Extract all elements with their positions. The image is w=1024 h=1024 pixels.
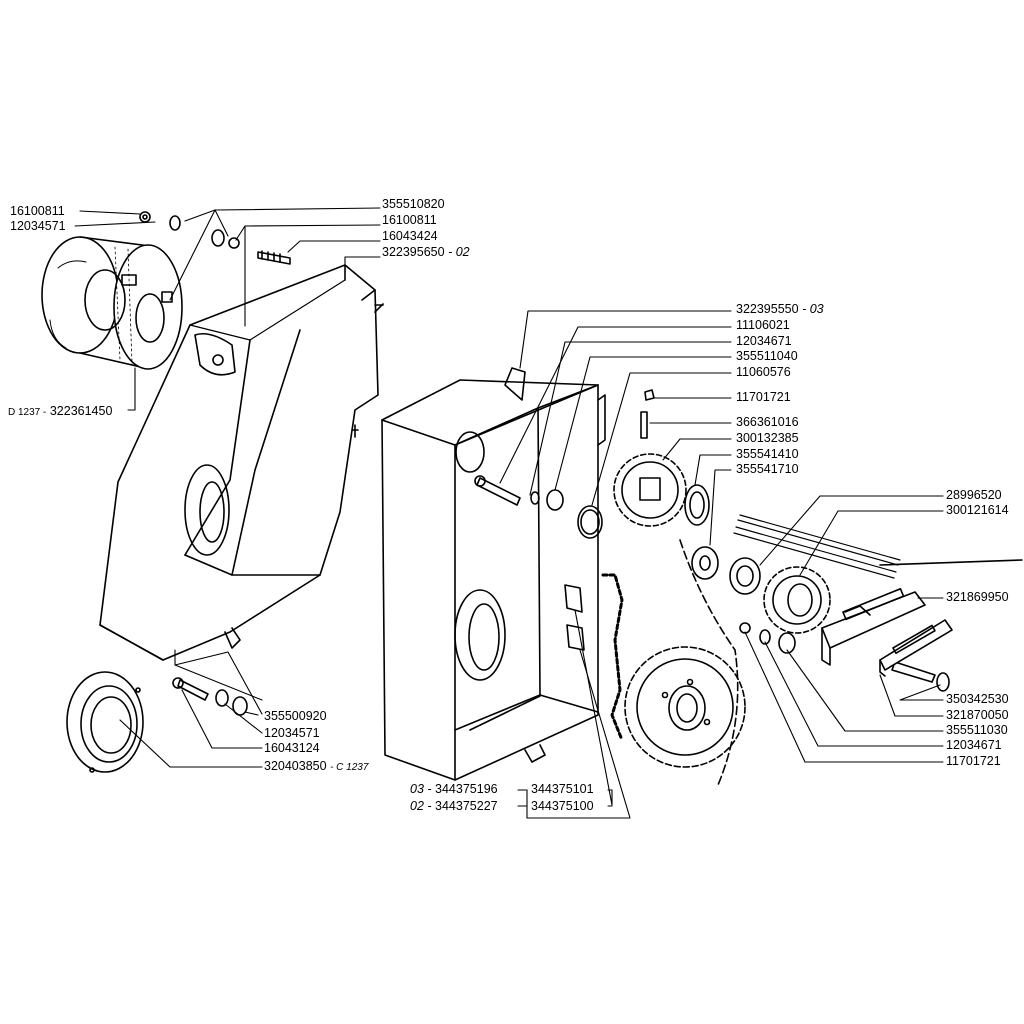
bracket-plates-part bbox=[821, 587, 953, 677]
part-number: 321869950 bbox=[946, 590, 1009, 604]
hex-cover-part bbox=[99, 264, 384, 661]
sprocket-small-part bbox=[613, 453, 687, 527]
part-number: 300121614 bbox=[946, 503, 1009, 517]
part-number: 355541710 bbox=[736, 462, 799, 476]
part-number: 355510820 bbox=[382, 197, 445, 211]
variant-prefix: 02 - bbox=[410, 799, 432, 813]
part-number: 355541410 bbox=[736, 447, 799, 461]
label-16100811-top: 16100811 bbox=[10, 204, 65, 218]
label-344375227: 02 - 344375227 bbox=[410, 799, 498, 813]
label-350342530: 350342530 bbox=[946, 692, 1009, 706]
part-number: 12034671 bbox=[736, 334, 792, 348]
part-number: 28996520 bbox=[946, 488, 1002, 502]
label-11060576: 11060576 bbox=[736, 365, 791, 379]
label-355541410: 355541410 bbox=[736, 447, 799, 461]
label-322395550: 322395550 - 03 bbox=[736, 302, 824, 316]
part-number: 12034571 bbox=[264, 726, 320, 740]
part-number: 344375100 bbox=[531, 799, 594, 813]
variant-suffix: - 02 bbox=[448, 245, 470, 259]
box-housing-part bbox=[381, 367, 606, 781]
label-321870050: 321870050 bbox=[946, 708, 1009, 722]
label-12034571-b: 12034571 bbox=[264, 726, 320, 740]
round-cover-part bbox=[41, 236, 183, 370]
label-321869950: 321869950 bbox=[946, 590, 1009, 604]
part-number: 321870050 bbox=[946, 708, 1009, 722]
label-322395650: 322395650 - 02 bbox=[382, 245, 470, 259]
label-12034571-top: 12034571 bbox=[10, 219, 66, 233]
small-hardware bbox=[139, 211, 950, 716]
part-number: 12034571 bbox=[10, 219, 66, 233]
label-300121614: 300121614 bbox=[946, 503, 1009, 517]
variant-suffix: - 03 bbox=[802, 302, 824, 316]
part-number: 350342530 bbox=[946, 692, 1009, 706]
part-number: 322361450 bbox=[49, 404, 113, 418]
part-number: 344375101 bbox=[531, 782, 594, 796]
part-number: 355511040 bbox=[736, 349, 798, 363]
part-number: 11060576 bbox=[736, 365, 791, 379]
part-number: 11701721 bbox=[736, 390, 791, 404]
part-number: 16043124 bbox=[264, 741, 320, 755]
label-344375101: 344375101 bbox=[531, 782, 594, 796]
label-16043124: 16043124 bbox=[264, 741, 320, 755]
sprocket-large-part bbox=[624, 646, 746, 768]
label-12034671-a: 12034671 bbox=[736, 334, 792, 348]
part-number: 355500920 bbox=[264, 709, 327, 723]
part-number: 16100811 bbox=[10, 204, 65, 218]
label-320403850: 320403850 - C 1237 bbox=[264, 759, 368, 775]
part-number: 320403850 bbox=[264, 759, 327, 773]
variant-prefix: 03 - bbox=[410, 782, 432, 796]
label-344375196: 03 - 344375196 bbox=[410, 782, 498, 796]
part-number: 366361016 bbox=[736, 415, 799, 429]
part-number: 322395550 bbox=[736, 302, 799, 316]
label-28996520: 28996520 bbox=[946, 488, 1002, 502]
label-16043424: 16043424 bbox=[382, 229, 438, 243]
chain-part bbox=[564, 539, 739, 786]
label-366361016: 366361016 bbox=[736, 415, 799, 429]
part-number: 355511030 bbox=[946, 723, 1008, 737]
gasket-ring-part bbox=[66, 671, 144, 773]
part-number: 11106021 bbox=[736, 318, 790, 332]
label-355511040: 355511040 bbox=[736, 349, 798, 363]
label-355510820: 355510820 bbox=[382, 197, 445, 211]
part-number: 16100811 bbox=[382, 213, 437, 227]
part-number: 300132385 bbox=[736, 431, 799, 445]
label-322361450: D 1237 - 322361450 bbox=[8, 404, 112, 420]
label-16100811-b: 16100811 bbox=[382, 213, 437, 227]
label-355511030: 355511030 bbox=[946, 723, 1008, 737]
label-12034671-b: 12034671 bbox=[946, 738, 1002, 752]
part-number: 344375196 bbox=[435, 782, 498, 796]
label-11701721-a: 11701721 bbox=[736, 390, 791, 404]
label-300132385: 300132385 bbox=[736, 431, 799, 445]
variant-suffix: - C 1237 bbox=[330, 762, 369, 773]
part-number: 322395650 bbox=[382, 245, 445, 259]
sprocket-mid-part bbox=[763, 566, 831, 634]
part-number: 16043424 bbox=[382, 229, 438, 243]
part-number: 344375227 bbox=[435, 799, 498, 813]
label-11701721-b: 11701721 bbox=[946, 754, 1001, 768]
label-355541710: 355541710 bbox=[736, 462, 799, 476]
variant-prefix: D 1237 - bbox=[8, 407, 47, 418]
label-344375100: 344375100 bbox=[531, 799, 594, 813]
label-11106021: 11106021 bbox=[736, 318, 790, 332]
part-number: 12034671 bbox=[946, 738, 1002, 752]
part-number: 11701721 bbox=[946, 754, 1001, 768]
label-355500920: 355500920 bbox=[264, 709, 327, 723]
shaft-bars-part bbox=[733, 514, 1023, 579]
leader-lines bbox=[74, 207, 944, 819]
